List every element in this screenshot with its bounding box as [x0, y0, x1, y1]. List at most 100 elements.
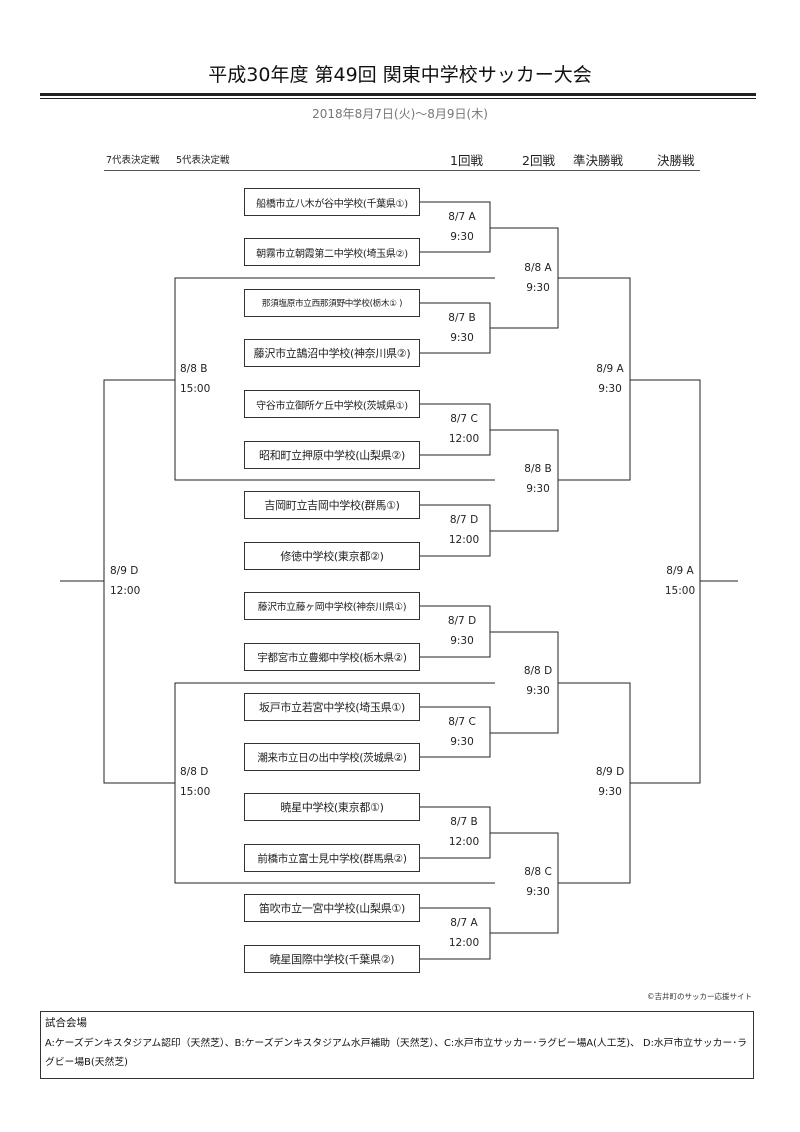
- match-date: 8/8 D: [523, 665, 553, 677]
- tournament-dates: 2018年8月7日(火)～8月9日(木): [312, 107, 488, 121]
- semifinal-match-label: 8/9 D 9:30: [587, 762, 633, 802]
- team-box: 守谷市立御所ケ丘中学校(茨城県①): [244, 390, 420, 418]
- round2-match-label: 8/8 A 9:30: [516, 258, 560, 298]
- team-box: 藤沢市立鵠沼中学校(神奈川県②): [244, 339, 420, 367]
- match-date: 8/7 C: [450, 413, 478, 425]
- match-time: 9:30: [598, 383, 622, 395]
- round2-match-label: 8/8 C 9:30: [516, 862, 560, 902]
- team-box: 宇都宮市立豊郷中学校(栃木県②): [244, 643, 420, 671]
- fifth-place-match-label: 8/8 D 15:00: [180, 762, 224, 802]
- match-time: 15:00: [664, 585, 696, 597]
- match-date: 8/9 A: [666, 565, 694, 577]
- match-time: 12:00: [448, 433, 480, 445]
- match-date: 8/7 A: [448, 211, 476, 223]
- match-date: 8/8 B: [524, 463, 552, 475]
- team-box: 朝霧市立朝霞第二中学校(埼玉県②): [244, 238, 420, 266]
- match-time: 12:00: [110, 585, 141, 597]
- round1-match-label: 8/7 B 12:00: [440, 812, 488, 852]
- round1-match-label: 8/7 C 12:00: [440, 409, 488, 449]
- team-name: 暁星中学校(東京都①): [280, 801, 384, 814]
- round1-match-label: 8/7 C 9:30: [440, 712, 484, 752]
- header-round2: 2回戦: [522, 153, 555, 168]
- team-name: 吉岡町立吉岡中学校(群馬①): [264, 499, 400, 512]
- match-time: 9:30: [450, 332, 474, 344]
- match-date: 8/7 D: [447, 615, 477, 627]
- team-box: 笛吹市立一宮中学校(山梨県①): [244, 894, 420, 922]
- header-rule: [104, 170, 700, 171]
- round1-match-label: 8/7 D 9:30: [440, 611, 484, 651]
- team-name: 朝霧市立朝霞第二中学校(埼玉県②): [256, 248, 408, 260]
- header-final: 決勝戦: [657, 153, 695, 168]
- team-box: 昭和町立押原中学校(山梨県②): [244, 441, 420, 469]
- page-title: 平成30年度 第49回 関東中学校サッカー大会: [208, 64, 592, 86]
- match-time: 9:30: [526, 685, 550, 697]
- bracket-line-fifth-1: [174, 277, 495, 481]
- team-name: 守谷市立御所ケ丘中学校(茨城県①): [256, 400, 408, 412]
- header-fifth-place: 5代表決定戦: [176, 155, 230, 166]
- final-match-label: 8/9 A 15:00: [656, 561, 704, 601]
- match-date: 8/9 D: [595, 766, 625, 778]
- team-name: 笛吹市立一宮中学校(山梨県①): [259, 902, 405, 915]
- match-date: 8/7 D: [449, 514, 479, 526]
- credit-text: ©吉井町のサッカー応援サイト: [647, 992, 752, 1001]
- match-date: 8/7 B: [448, 312, 476, 324]
- team-box: 坂戸市立若宮中学校(埼玉県①): [244, 693, 420, 721]
- team-name: 潮来市立日の出中学校(茨城県②): [257, 751, 407, 764]
- team-box: 船橋市立八木が谷中学校(千葉県①): [244, 188, 420, 216]
- title-rule-thin: [40, 98, 756, 99]
- team-box: 潮来市立日の出中学校(茨城県②): [244, 743, 420, 771]
- team-name: 那須塩原市立西那須野中学校(栃木① ): [261, 299, 403, 309]
- match-date: 8/8 C: [524, 866, 552, 878]
- match-time: 9:30: [450, 635, 474, 647]
- match-date: 8/7 A: [450, 917, 478, 929]
- match-time: 12:00: [448, 534, 480, 546]
- venue-text: A:ケーズデンキスタジアム認印（天然芝）、B:ケーズデンキスタジアム水戸補助（天…: [45, 1038, 747, 1068]
- bracket-line-r1-1: [420, 201, 491, 253]
- match-date: 8/9 A: [596, 363, 624, 375]
- bracket-line-semi-1: [558, 277, 631, 481]
- team-name: 宇都宮市立豊郷中学校(栃木県②): [257, 651, 407, 664]
- semifinal-match-label: 8/9 A 9:30: [587, 359, 633, 399]
- team-box: 修徳中学校(東京都②): [244, 542, 420, 570]
- round1-match-label: 8/7 D 12:00: [440, 510, 488, 550]
- round1-match-label: 8/7 B 9:30: [440, 308, 484, 348]
- team-box: 前橋市立富士見中学校(群馬県②): [244, 844, 420, 872]
- match-date: 8/8 D: [180, 766, 209, 778]
- fifth-place-match-label: 8/8 B 15:00: [180, 359, 224, 399]
- team-name: 前橋市立富士見中学校(群馬県②): [257, 852, 407, 865]
- round2-match-label: 8/8 D 9:30: [516, 661, 560, 701]
- round1-match-label: 8/7 A 9:30: [440, 207, 484, 247]
- match-date: 8/9 D: [110, 565, 139, 577]
- match-date: 8/7 B: [450, 816, 478, 828]
- match-time: 12:00: [448, 836, 480, 848]
- team-name: 船橋市立八木が谷中学校(千葉県①): [256, 198, 408, 210]
- match-date: 8/8 A: [524, 262, 552, 274]
- match-time: 9:30: [526, 282, 550, 294]
- team-name: 昭和町立押原中学校(山梨県②): [259, 449, 405, 462]
- team-box: 暁星中学校(東京都①): [244, 793, 420, 821]
- team-name: 暁星国際中学校(千葉県②): [269, 953, 395, 966]
- team-box: 吉岡町立吉岡中学校(群馬①): [244, 491, 420, 519]
- match-time: 15:00: [180, 383, 211, 395]
- match-time: 15:00: [180, 786, 211, 798]
- team-box: 暁星国際中学校(千葉県②): [244, 945, 420, 973]
- team-name: 藤沢市立鵠沼中学校(神奈川県②): [253, 347, 411, 360]
- match-time: 9:30: [526, 886, 550, 898]
- match-time: 9:30: [598, 786, 622, 798]
- match-date: 8/8 B: [180, 363, 208, 375]
- match-time: 9:30: [450, 231, 474, 243]
- team-box: 那須塩原市立西那須野中学校(栃木① ): [244, 289, 420, 317]
- team-name: 藤沢市立藤ヶ岡中学校(神奈川県①): [257, 602, 407, 613]
- bracket-line-r1-6: [420, 706, 491, 758]
- match-time: 9:30: [450, 736, 474, 748]
- venue-title: 試合会場: [45, 1017, 87, 1029]
- header-round1: 1回戦: [450, 153, 483, 168]
- match-time: 9:30: [526, 483, 550, 495]
- header-semifinal: 準決勝戦: [573, 153, 624, 168]
- team-name: 修徳中学校(東京都②): [280, 550, 384, 563]
- venue-box: 試合会場 A:ケーズデンキスタジアム認印（天然芝）、B:ケーズデンキスタジアム水…: [40, 1011, 754, 1079]
- seventh-place-match-label: 8/9 D 12:00: [110, 561, 154, 601]
- match-date: 8/7 C: [448, 716, 476, 728]
